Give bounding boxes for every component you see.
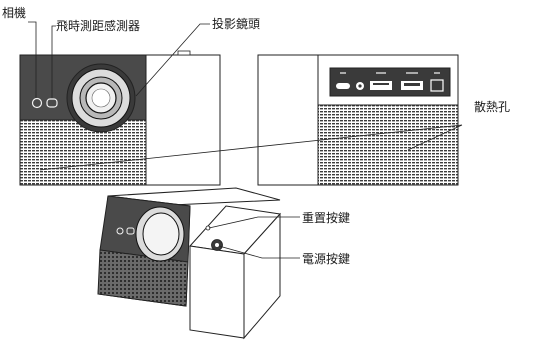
- port-panel: [329, 67, 451, 97]
- label-tof-sensor: 飛時測距感測器: [56, 18, 140, 33]
- label-heat-vents: 散熱孔: [474, 99, 510, 114]
- tof-sensor-icon: [46, 98, 58, 108]
- projector-angled-view: [97, 187, 281, 340]
- label-power-button: 電源按鍵: [302, 251, 350, 266]
- lens-icon: [66, 63, 136, 133]
- projector-rear-view: [257, 54, 459, 186]
- label-projection-lens: 投影鏡頭: [212, 16, 260, 31]
- label-reset-button: 重置按鍵: [302, 210, 350, 225]
- leader-lines: [28, 21, 463, 259]
- label-camera: 相機: [2, 5, 26, 20]
- projector-front-view: [19, 50, 221, 186]
- camera-icon: [31, 97, 43, 109]
